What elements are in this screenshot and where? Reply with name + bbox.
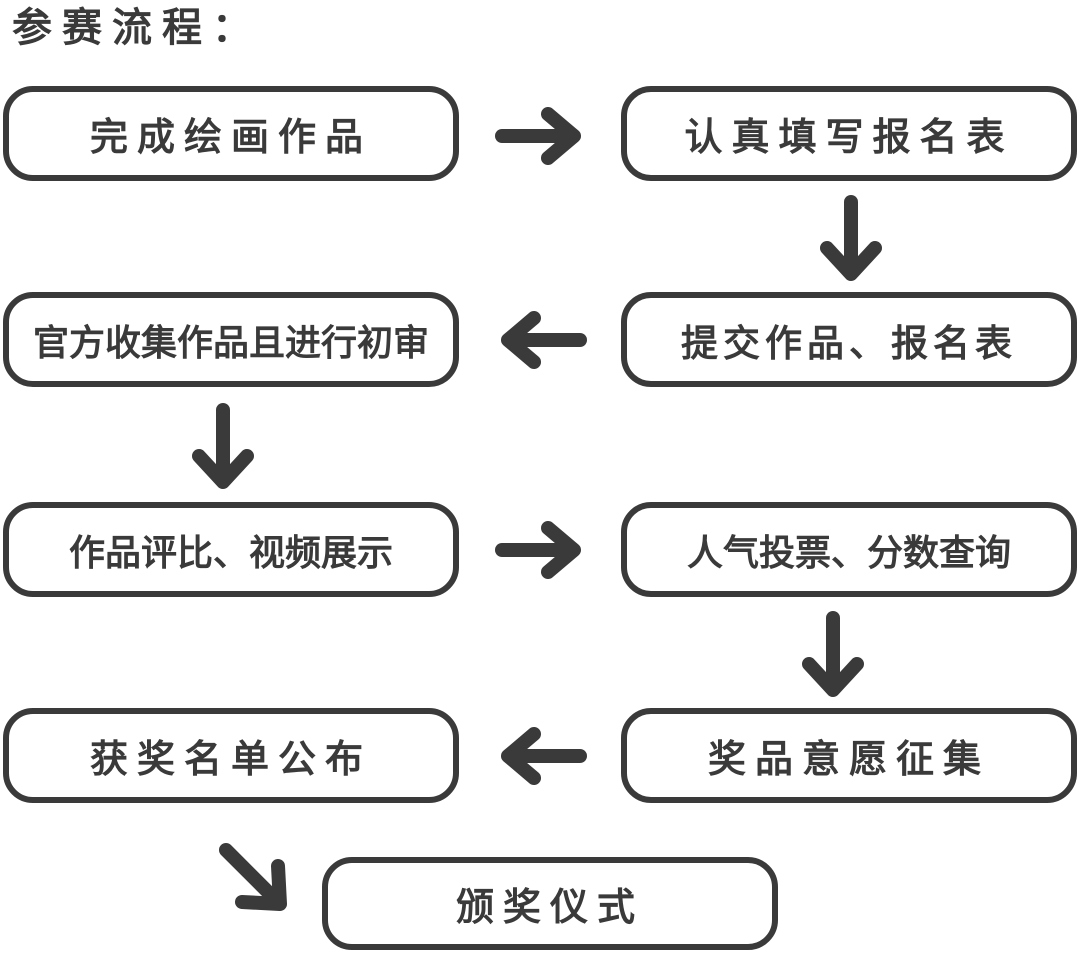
step-prize-preference-survey: 奖品意愿征集 [621,708,1077,803]
step-label: 认真填写报名表 [684,115,1014,159]
step-label: 官方收集作品且进行初审 [32,322,429,364]
step-winner-list-announcement: 获奖名单公布 [3,708,459,803]
step-submit-work-and-form: 提交作品、报名表 [621,292,1077,387]
step-complete-painting: 完成绘画作品 [3,86,459,181]
arrow-down-right-icon [219,843,287,911]
arrow-left-icon [501,311,587,369]
step-label: 作品评比、视频展示 [68,532,393,574]
arrow-down-icon [192,403,254,489]
step-official-collection-review: 官方收集作品且进行初审 [3,292,459,387]
arrow-right-icon [495,521,581,579]
step-label: 颁奖仪式 [455,885,644,929]
page-title: 参赛流程： [12,5,262,51]
step-label: 完成绘画作品 [89,115,372,159]
step-label: 获奖名单公布 [89,737,372,781]
arrow-right-icon [495,107,581,165]
step-label: 提交作品、报名表 [681,321,1017,365]
step-fill-registration-form: 认真填写报名表 [621,86,1077,181]
step-popularity-vote-score-query: 人气投票、分数查询 [621,502,1077,597]
arrow-down-icon [802,611,864,697]
step-label: 人气投票、分数查询 [686,532,1011,574]
step-judging-video-showcase: 作品评比、视频展示 [3,502,459,597]
arrow-left-icon [501,727,587,785]
step-award-ceremony: 颁奖仪式 [322,857,778,950]
arrow-down-icon [820,195,882,281]
step-label: 奖品意愿征集 [707,737,990,781]
